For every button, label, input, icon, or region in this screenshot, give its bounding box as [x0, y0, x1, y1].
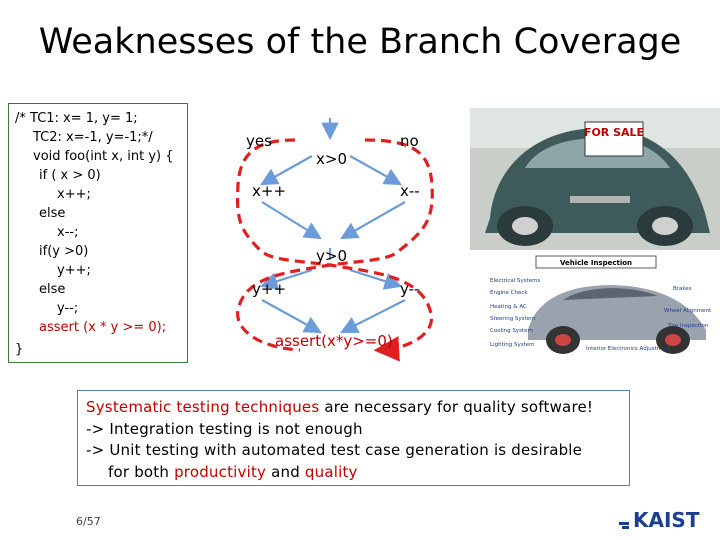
- callout-line-1: Systematic testing techniques are necess…: [86, 398, 594, 416]
- svg-text:Cooling System: Cooling System: [490, 328, 533, 334]
- code-line: void foo(int x, int y) {: [33, 149, 174, 164]
- used-car-photo: FOR SALE: [470, 108, 720, 250]
- inc-x-node: x++: [252, 182, 287, 200]
- svg-text:KAIST: KAIST: [633, 508, 700, 532]
- slide-title: Weaknesses of the Branch Coverage: [38, 22, 682, 62]
- code-line: else: [39, 282, 66, 297]
- assert-node: assert(x*y>=0): [275, 332, 393, 350]
- svg-text:Interior Electronics Adjustmen: Interior Electronics Adjustment: [586, 346, 672, 352]
- svg-text:Lighting System: Lighting System: [490, 342, 535, 348]
- svg-text:Steering System: Steering System: [490, 316, 535, 322]
- code-line: x++;: [57, 187, 91, 202]
- test-paths: [235, 138, 434, 362]
- svg-text:Engine Check: Engine Check: [490, 290, 528, 296]
- code-line: if ( x > 0): [39, 168, 101, 183]
- page-number: 6/57: [76, 515, 101, 528]
- callout-line-3: -> Unit testing with automated test case…: [86, 441, 583, 459]
- code-line: TC2: x=-1, y=-1;*/: [33, 130, 153, 145]
- svg-text:Wheel Alignment: Wheel Alignment: [664, 308, 712, 314]
- conclusion-callout: Systematic testing techniques are necess…: [77, 390, 630, 486]
- no-label: no: [400, 132, 419, 150]
- callout-line-4: for both productivity and quality: [108, 462, 358, 481]
- callout-line-2: -> Integration testing is not enough: [86, 419, 363, 438]
- kaist-logo: KAIST: [619, 508, 700, 532]
- flow-edges: [259, 118, 406, 334]
- yes-label: yes: [246, 132, 272, 150]
- dec-x-node: x--: [400, 182, 420, 200]
- code-line: y++;: [57, 263, 91, 278]
- control-flow-diagram: yes no x>0 x++ x-- y>0 y++ y-- assert(x*…: [200, 110, 485, 370]
- code-line: }: [15, 342, 24, 357]
- flow-graph: [235, 118, 434, 362]
- code-line-assert: assert (x * y >= 0);: [39, 320, 167, 335]
- svg-text:Electrical Systems: Electrical Systems: [490, 278, 541, 284]
- code-listing: /* TC1: x= 1, y= 1; TC2: x=-1, y=-1;*/ v…: [8, 103, 188, 363]
- code-line: /* TC1: x= 1, y= 1;: [15, 111, 138, 126]
- condition-y: y>0: [316, 247, 347, 265]
- condition-x: x>0: [316, 150, 347, 168]
- vehicle-inspection-diagram: Vehicle Inspection Electrical Systems En…: [488, 252, 720, 362]
- code-line: if(y >0): [39, 244, 89, 259]
- svg-text:Brakes: Brakes: [673, 286, 692, 292]
- code-line: x--;: [57, 225, 79, 240]
- code-line: y--;: [57, 301, 79, 316]
- svg-text:Heating & AC: Heating & AC: [490, 304, 527, 310]
- inc-y-node: y++: [252, 280, 287, 298]
- code-line: else: [39, 206, 66, 221]
- dec-y-node: y--: [400, 280, 420, 298]
- svg-text:Tire Inspection: Tire Inspection: [667, 323, 709, 329]
- svg-text:Vehicle Inspection: Vehicle Inspection: [560, 259, 632, 267]
- sign-text: FOR SALE: [584, 126, 644, 139]
